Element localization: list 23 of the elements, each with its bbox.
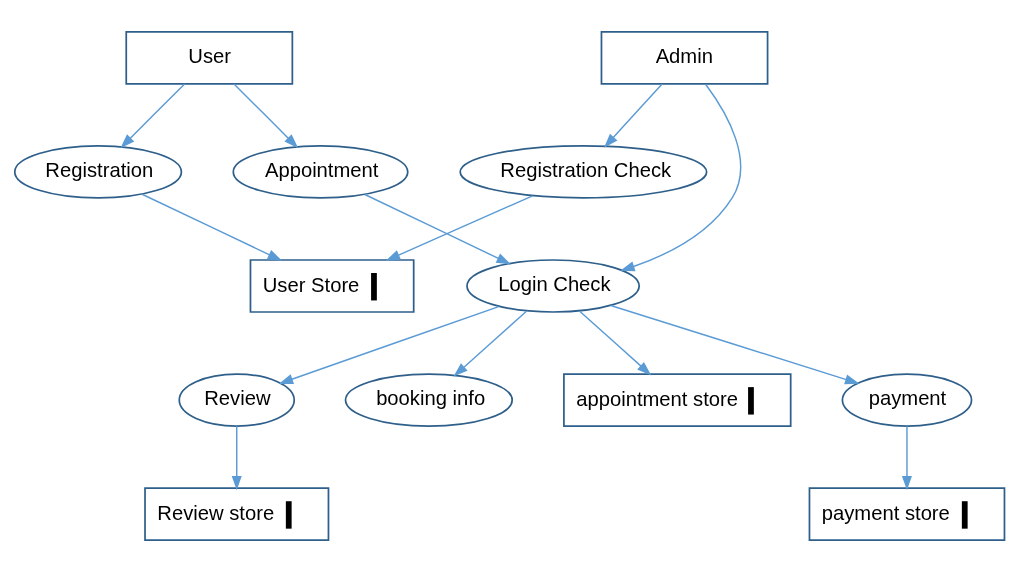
arrow [901, 425, 913, 491]
arrow [620, 83, 742, 272]
node-box: appointment store [563, 373, 792, 427]
node-box: User Store [249, 259, 415, 313]
arrow [385, 195, 534, 261]
arrow [233, 83, 299, 149]
node-ellipse: booking info [344, 373, 514, 427]
node-box: Admin [600, 30, 769, 85]
arrow [231, 425, 242, 491]
arrow [278, 305, 500, 384]
arrow [578, 310, 652, 376]
arrow [141, 193, 283, 261]
arrow [453, 310, 528, 377]
arrow [364, 193, 511, 265]
node-ellipse: Appointment [232, 145, 409, 199]
node-ellipse: Registration Check [459, 145, 708, 199]
arrow [120, 83, 186, 149]
node-box: payment store [808, 487, 1006, 542]
node-ellipse: Registration [13, 145, 183, 199]
node-box: User [125, 30, 294, 85]
arrow [610, 304, 860, 385]
arrow [604, 83, 663, 148]
node-box: Review store [144, 487, 330, 542]
